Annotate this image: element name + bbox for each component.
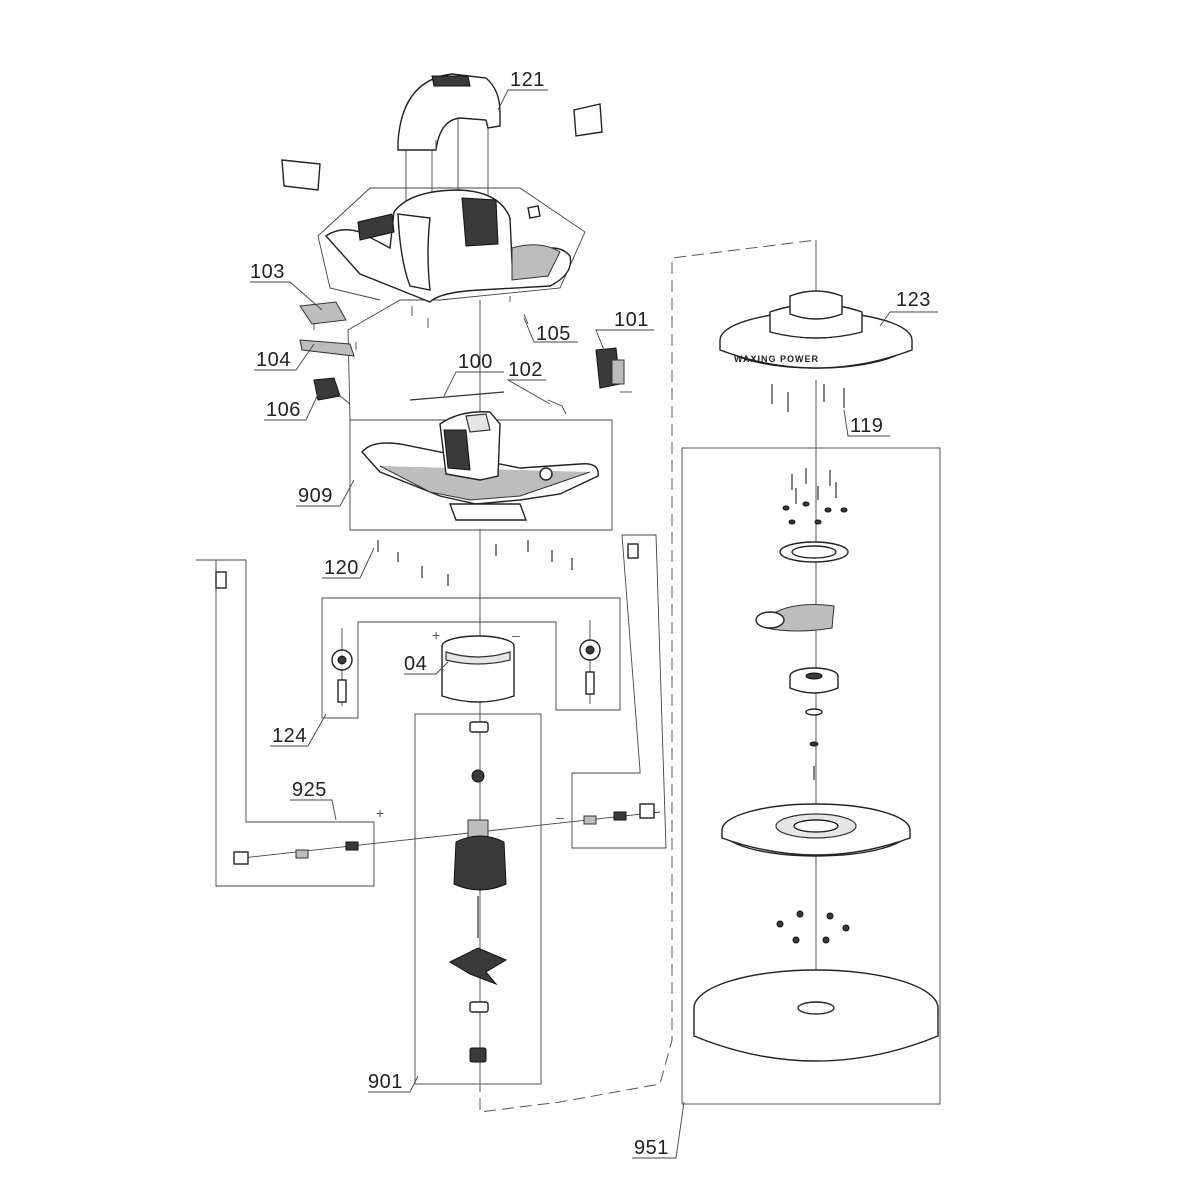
sticker-small <box>527 205 541 219</box>
callout-102: 102 <box>508 359 543 381</box>
fastener-grid <box>782 468 848 525</box>
part-106-micro-switch <box>313 377 341 401</box>
callout-104: 104 <box>256 349 291 371</box>
group-901-box <box>414 713 542 1085</box>
callout-121: 121 <box>510 69 545 91</box>
callout-119: 119 <box>850 415 883 437</box>
callout-106: 106 <box>266 399 301 421</box>
part-102-clip <box>547 399 567 415</box>
minus-sign-stator: – <box>512 627 520 643</box>
plus-sign-wiring: + <box>376 805 384 821</box>
part-100-rod <box>409 391 505 401</box>
minus-sign-wiring: – <box>556 809 564 825</box>
callout-100: 100 <box>458 351 493 373</box>
part-04-stator: + – <box>432 627 520 703</box>
part-120-screws <box>377 540 573 586</box>
bearing <box>789 667 839 694</box>
part-101-connector <box>595 347 632 393</box>
part-123-top-plate: WAXING POWER <box>719 290 913 369</box>
callout-103: 103 <box>250 261 285 283</box>
sticker-left <box>281 159 321 191</box>
nut-ring <box>776 910 850 944</box>
callout-labels: 121 103 104 106 105 101 100 102 909 120 … <box>250 69 931 1159</box>
callout-951: 951 <box>634 1137 669 1159</box>
backing-plate <box>721 803 911 857</box>
callout-909: 909 <box>298 485 333 507</box>
sticker-right <box>573 103 603 137</box>
callout-120: 120 <box>324 557 359 579</box>
foam-pad <box>693 969 939 1062</box>
housing-group-outline <box>317 187 586 421</box>
callout-101: 101 <box>614 309 649 331</box>
housing-group-outline-left <box>317 235 381 301</box>
eccentric-weight <box>755 604 835 632</box>
group-925-box-right <box>571 534 667 849</box>
group-925-box-left <box>196 559 375 887</box>
callout-901: 901 <box>368 1071 403 1093</box>
callout-105: 105 <box>536 323 571 345</box>
part-104-switch-bar <box>299 339 355 357</box>
callout-04: 04 <box>404 653 427 675</box>
part-951-pad-assembly <box>693 468 939 1062</box>
callout-123: 123 <box>896 289 931 311</box>
switch-parts <box>299 296 529 405</box>
part-901-armature <box>448 721 508 1063</box>
group-951-box <box>681 447 941 1105</box>
plus-sign-stator: + <box>432 627 440 643</box>
group-124-box <box>321 597 621 719</box>
callout-124: 124 <box>272 725 307 747</box>
part-103-switch-lever <box>299 301 347 325</box>
part-909-motor-frame <box>361 411 599 521</box>
circlip <box>805 708 823 716</box>
callout-leaders <box>250 89 938 1159</box>
part-124-brush-holders <box>331 620 601 706</box>
group-outlines <box>196 187 941 1105</box>
sticker-labels <box>281 103 603 219</box>
upper-housing <box>324 189 572 303</box>
part-119-screws <box>771 384 845 412</box>
brand-text: WAXING POWER <box>734 354 819 364</box>
group-909-box <box>349 419 613 531</box>
callout-925: 925 <box>292 779 327 801</box>
part-121-top-hood <box>397 73 501 151</box>
small-washer <box>809 741 819 747</box>
part-925-wiring: + – <box>215 543 655 865</box>
